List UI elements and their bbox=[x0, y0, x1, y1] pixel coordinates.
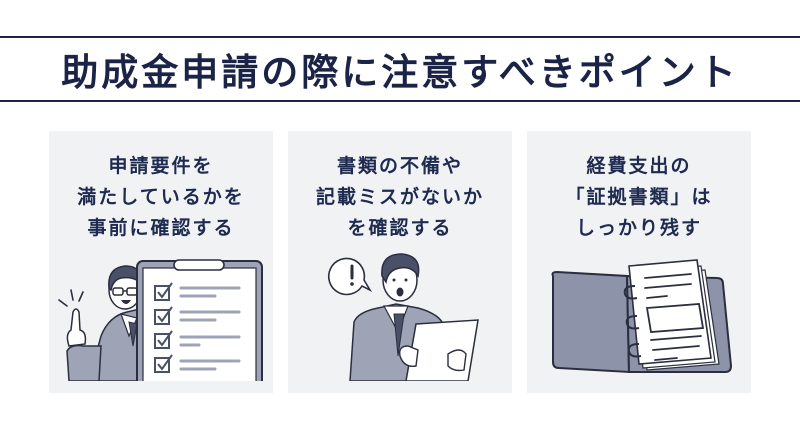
card-caption: 経費支出の 「証拠書類」は しっかり残す bbox=[527, 151, 751, 244]
caption-line: 書類の不備や bbox=[336, 155, 463, 177]
caption-line: しっかり残す bbox=[575, 217, 702, 239]
page-title: 助成金申請の際に注意すべきポイント bbox=[61, 51, 739, 94]
card-caption: 申請要件を 満たしているかを 事前に確認する bbox=[49, 151, 273, 244]
caption-line: 満たしているかを bbox=[77, 186, 245, 208]
card-caption: 書類の不備や 記載ミスがないか を確認する bbox=[288, 151, 512, 244]
exclamation-bubble-icon bbox=[327, 257, 373, 296]
caption-line: 事前に確認する bbox=[87, 217, 235, 239]
caption-line: 記載ミスがないか bbox=[315, 186, 484, 208]
surprised-businessman-illustration bbox=[288, 246, 512, 381]
caption-line: 申請要件を bbox=[108, 155, 214, 177]
caption-line: 「証拠書類」は bbox=[565, 186, 713, 208]
ring-binder-illustration bbox=[527, 246, 751, 381]
checkbox-checked-icon bbox=[154, 282, 173, 373]
point-card-evidence-documents: 経費支出の 「証拠書類」は しっかり残す bbox=[527, 131, 751, 393]
caption-line: を確認する bbox=[347, 217, 453, 239]
sparkle-icon bbox=[58, 289, 84, 307]
point-card-requirements: 申請要件を 満たしているかを 事前に確認する bbox=[49, 131, 273, 393]
binder-ring-icon bbox=[623, 285, 642, 358]
title-band: 助成金申請の際に注意すべきポイント bbox=[0, 36, 800, 102]
businessman-checklist-illustration bbox=[49, 246, 273, 381]
point-card-document-errors: 書類の不備や 記載ミスがないか を確認する bbox=[288, 131, 512, 393]
caption-line: 経費支出の bbox=[586, 155, 692, 177]
